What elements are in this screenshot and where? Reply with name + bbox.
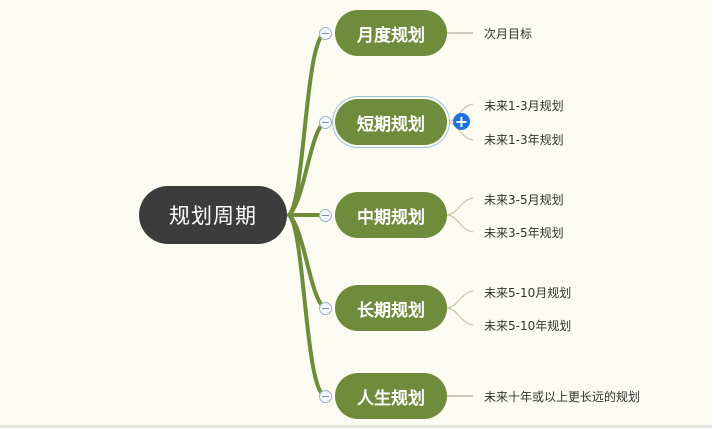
plus-circle-icon[interactable]: + xyxy=(453,112,470,131)
branch-label: 月度规划 xyxy=(357,25,425,46)
minus-circle-icon[interactable] xyxy=(319,116,332,129)
leaf-node[interactable]: 未来3-5年规划 xyxy=(484,226,564,240)
root-node[interactable]: 规划周期 xyxy=(139,186,287,244)
root-label: 规划周期 xyxy=(169,204,257,228)
leaf-node[interactable]: 未来5-10月规划 xyxy=(484,286,572,300)
branch-node-short-term[interactable]: 短期规划 xyxy=(335,99,447,145)
leaf-node[interactable]: 未来1-3年规划 xyxy=(484,133,564,147)
minus-circle-icon[interactable] xyxy=(319,302,332,315)
branch-label: 长期规划 xyxy=(357,300,425,321)
branch-node-mid-term[interactable]: 中期规划 xyxy=(335,192,447,238)
leaf-node[interactable]: 未来5-10年规划 xyxy=(484,319,572,333)
minus-circle-icon[interactable] xyxy=(319,209,332,222)
branch-label: 人生规划 xyxy=(357,388,425,409)
branch-label: 短期规划 xyxy=(357,114,425,135)
minus-circle-icon[interactable] xyxy=(319,390,332,403)
leaf-node[interactable]: 未来十年或以上更长远的规划 xyxy=(484,390,641,404)
branch-node-long-term[interactable]: 长期规划 xyxy=(335,285,447,331)
branch-node-monthly[interactable]: 月度规划 xyxy=(335,10,447,56)
branch-node-life[interactable]: 人生规划 xyxy=(335,373,447,419)
leaf-node[interactable]: 次月目标 xyxy=(484,27,533,41)
minus-circle-icon[interactable] xyxy=(319,27,332,40)
leaf-node[interactable]: 未来3-5月规划 xyxy=(484,193,564,207)
leaf-node[interactable]: 未来1-3月规划 xyxy=(484,99,564,113)
branch-label: 中期规划 xyxy=(357,207,425,228)
